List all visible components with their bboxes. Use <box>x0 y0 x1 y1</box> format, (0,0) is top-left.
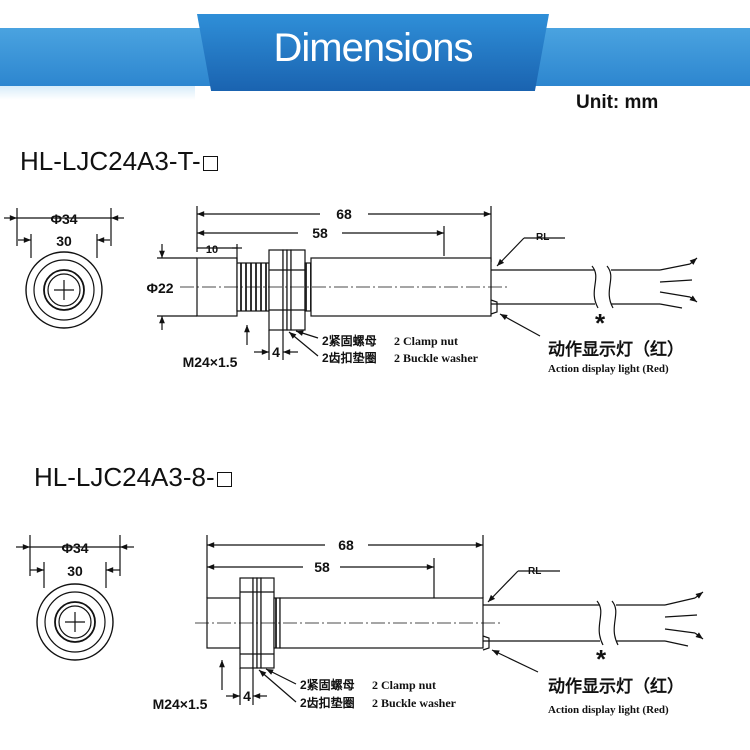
drawing-1: Φ34 30 <box>4 206 698 375</box>
nut-width-label-1: 4 <box>272 344 280 360</box>
len58-label-1: 58 <box>312 225 328 241</box>
clamp-en-label-1: 2 Clamp nut <box>394 334 458 348</box>
model-name-1: HL-LJC24A3-T- <box>20 146 218 177</box>
star-label-2: * <box>596 644 607 674</box>
len10-label-1: 10 <box>206 244 218 256</box>
drawing-2: Φ34 30 <box>16 535 704 716</box>
washer-cn-label-2: 2齿扣垫圈 <box>300 695 355 710</box>
phi22-label-1: Φ22 <box>146 280 173 296</box>
side-view-1 <box>157 206 698 360</box>
nut-width-label-2: 4 <box>243 688 251 704</box>
unit-label: Unit: mm <box>576 92 659 113</box>
banner-tab <box>197 14 549 91</box>
page-title: Dimensions <box>273 26 474 70</box>
thread-label-1: M24×1.5 <box>183 354 238 370</box>
washer-cn-label-1: 2齿扣垫圈 <box>322 350 377 365</box>
washer-en-label-2: 2 Buckle washer <box>372 696 457 710</box>
light-en-label-1: Action display light (Red) <box>548 363 669 375</box>
len68-label-1: 68 <box>336 206 352 222</box>
len68-label-2: 68 <box>338 537 354 553</box>
thread-label-2: M24×1.5 <box>153 696 208 712</box>
side-view-2 <box>195 535 704 705</box>
d30-label-2: 30 <box>67 563 83 579</box>
light-en-label-2: Action display light (Red) <box>548 704 669 716</box>
banner-strip-fade <box>0 86 195 100</box>
rl-label-1: RL <box>536 232 549 243</box>
model-box-icon <box>216 472 232 487</box>
end-view-2 <box>16 535 134 661</box>
star-label-1: * <box>595 308 606 338</box>
clamp-cn-label-2: 2紧固螺母 <box>300 677 355 692</box>
len58-label-2: 58 <box>314 559 330 575</box>
model-box-icon <box>202 156 218 171</box>
phi34-label-2: Φ34 <box>61 540 88 556</box>
phi34-label-1: Φ34 <box>50 211 77 227</box>
clamp-cn-label-1: 2紧固螺母 <box>322 333 377 348</box>
light-cn-label-2: 动作显示灯（红） <box>548 676 684 696</box>
washer-en-label-1: 2 Buckle washer <box>394 351 479 365</box>
clamp-en-label-2: 2 Clamp nut <box>372 678 436 692</box>
light-cn-label-1: 动作显示灯（红） <box>548 339 684 359</box>
model-name-2: HL-LJC24A3-8- <box>34 462 232 493</box>
end-view-1 <box>4 208 124 329</box>
rl-label-2: RL <box>528 566 541 577</box>
d30-label-1: 30 <box>56 233 72 249</box>
